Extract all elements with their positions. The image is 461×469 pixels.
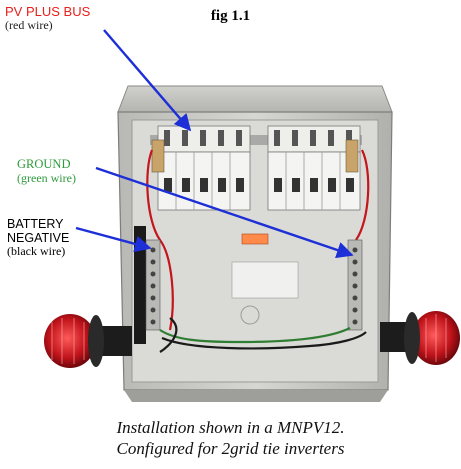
caption-line2: Configured for 2grid tie inverters bbox=[116, 438, 345, 458]
battery-negative-sub: (black wire) bbox=[7, 244, 66, 258]
right-busbar bbox=[347, 239, 363, 331]
knockout bbox=[240, 305, 260, 325]
ground-title: GROUND bbox=[17, 157, 71, 171]
caption-line1: Installation shown in a MNPV12. bbox=[116, 418, 345, 437]
enclosure-lid bbox=[117, 85, 393, 113]
ground-arrow bbox=[95, 166, 354, 259]
battery-arrow bbox=[75, 226, 152, 253]
din-rail bbox=[150, 135, 362, 145]
pv-arrow bbox=[103, 29, 192, 132]
pv-plus-bus-sub: (red wire) bbox=[5, 18, 53, 33]
figure-label: fig 1.1 bbox=[210, 8, 251, 24]
battery-negative-label: BATTERY NEGATIVE (black wire) bbox=[7, 217, 70, 258]
left-busbar bbox=[134, 226, 161, 344]
bottom-wires bbox=[159, 317, 367, 353]
caption: Installation shown in a MNPV12. Configur… bbox=[0, 418, 461, 459]
label-plate bbox=[231, 261, 299, 299]
left-cable-gland bbox=[44, 314, 132, 368]
battery-negative-line2: NEGATIVE bbox=[7, 230, 70, 245]
enclosure-bottom bbox=[124, 390, 388, 402]
warning-sticker bbox=[241, 233, 269, 245]
pv-plus-bus-title: PV PLUS BUS bbox=[5, 4, 91, 19]
left-breaker-bank bbox=[151, 125, 251, 211]
right-cable-gland bbox=[380, 311, 460, 365]
right-breaker-bank bbox=[267, 125, 361, 211]
ground-sub: (green wire) bbox=[17, 170, 76, 185]
ground-label: GROUND (green wire) bbox=[17, 157, 76, 185]
battery-negative-line1: BATTERY bbox=[7, 217, 64, 231]
pv-plus-bus-label: PV PLUS BUS (red wire) bbox=[5, 4, 91, 33]
callout-arrows bbox=[75, 29, 354, 259]
